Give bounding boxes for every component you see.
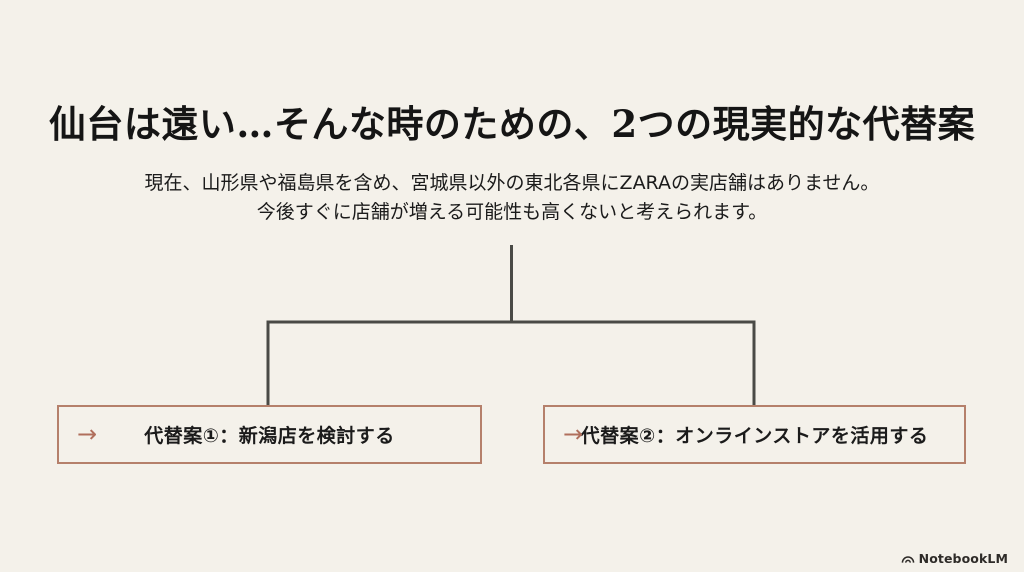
branch-label-option-1: 代替案①：新潟店を検討する xyxy=(144,425,395,447)
arrow-right-icon: → xyxy=(563,419,584,448)
notebooklm-watermark: NotebookLM xyxy=(901,551,1008,566)
branch-box-option-2: → 代替案②：オンラインストアを活用する xyxy=(543,405,966,464)
branch-box-option-1: → 代替案①：新潟店を検討する xyxy=(57,405,482,464)
notebooklm-logo-icon xyxy=(901,556,914,563)
page-title: 仙台は遠い…そんな時のための、2つの現実的な代替案 xyxy=(48,102,976,146)
subtitle-line-2: 今後すぐに店舗が増える可能性も高くないと考えられます。 xyxy=(256,201,768,223)
subtitle-line-1: 現在、山形県や福島県を含め、宮城県以外の東北各県にZARAの実店舗はありません。 xyxy=(144,172,880,194)
notebooklm-watermark-label: NotebookLM xyxy=(918,551,1008,566)
subtitle: 現在、山形県や福島県を含め、宮城県以外の東北各県にZARAの実店舗はありません。… xyxy=(0,169,1024,227)
arrow-right-icon: → xyxy=(77,419,98,448)
branch-label-option-2: 代替案②：オンラインストアを活用する xyxy=(580,425,929,447)
